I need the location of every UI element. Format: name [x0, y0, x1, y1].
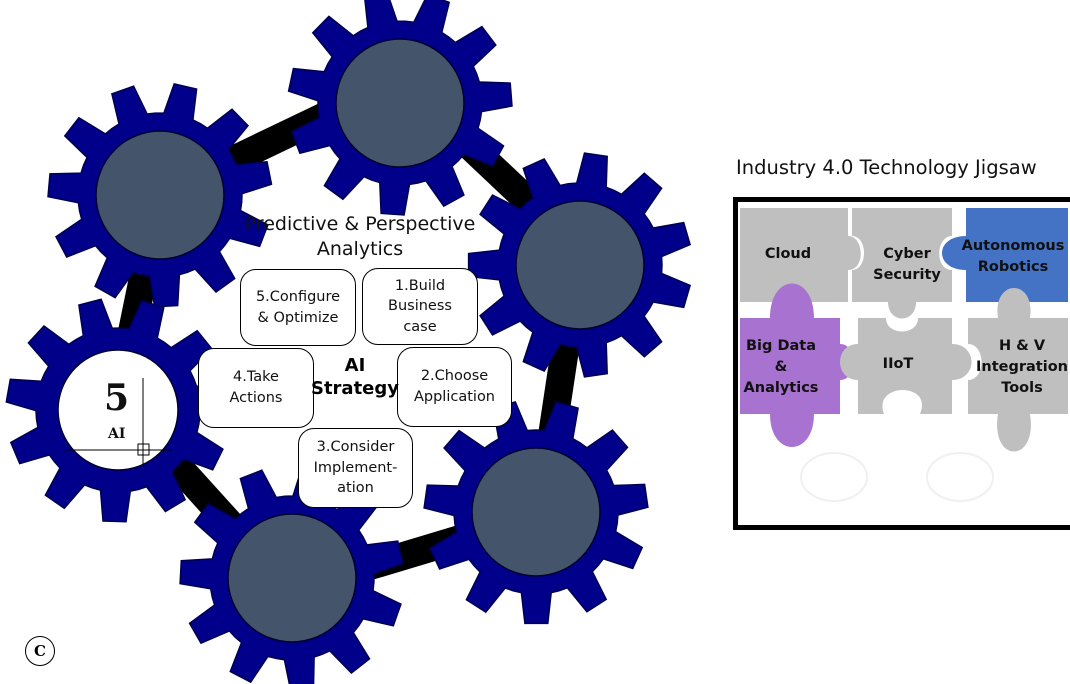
- gear-hub: [335, 38, 465, 168]
- center-gear-text: AI: [108, 426, 126, 442]
- piece-label-cyber-security: Cyber Security: [873, 246, 941, 284]
- panel-label: C: [25, 636, 55, 666]
- center-gear-hub: [57, 349, 179, 471]
- crosshair-square-icon: [137, 443, 150, 456]
- step-take-actions: 4.Take Actions: [198, 348, 314, 428]
- step-consider-implementation: 3.Consider Implement- ation: [298, 428, 413, 508]
- empty-slot-outline: [926, 452, 994, 502]
- piece-label-hv-integration: H & V Integration Tools: [976, 338, 1068, 397]
- jigsaw-piece-big-data: [740, 283, 854, 447]
- jigsaw-title: Industry 4.0 Technology Jigsaw: [736, 156, 1037, 179]
- step-build-business-case: 1.Build Business case: [362, 268, 478, 345]
- center-gear-number: 5: [104, 377, 130, 419]
- ai-strategy-label: AI Strategy: [310, 355, 400, 399]
- jigsaw-pieces: [740, 208, 1068, 502]
- jigsaw-piece-iiot: [840, 318, 972, 414]
- jigsaw-piece-cyber-security: [852, 208, 952, 319]
- step-configure-optimize: 5.Configure & Optimize: [240, 269, 356, 346]
- step-choose-application: 2.Choose Application: [397, 347, 512, 427]
- gear-hub: [227, 513, 357, 643]
- empty-slot-outline: [800, 452, 868, 502]
- piece-label-iiot: IIoT: [882, 356, 914, 372]
- jigsaw-piece-hv-integration: [968, 288, 1068, 452]
- analytics-title: Predictive & Perspective Analytics: [244, 213, 476, 260]
- gear-cycle-diagram: [5, 0, 692, 684]
- piece-label-cloud: Cloud: [764, 246, 812, 262]
- jigsaw-piece-autonomous-robotics: [942, 208, 1068, 302]
- gear-hub: [515, 200, 645, 330]
- gear-hub: [471, 447, 601, 577]
- piece-label-big-data: Big Data & Analytics: [743, 338, 819, 397]
- jigsaw-piece-cloud: [740, 208, 861, 302]
- piece-label-autonomous-robotics: Autonomous Robotics: [961, 238, 1065, 276]
- gear-hub: [95, 130, 225, 260]
